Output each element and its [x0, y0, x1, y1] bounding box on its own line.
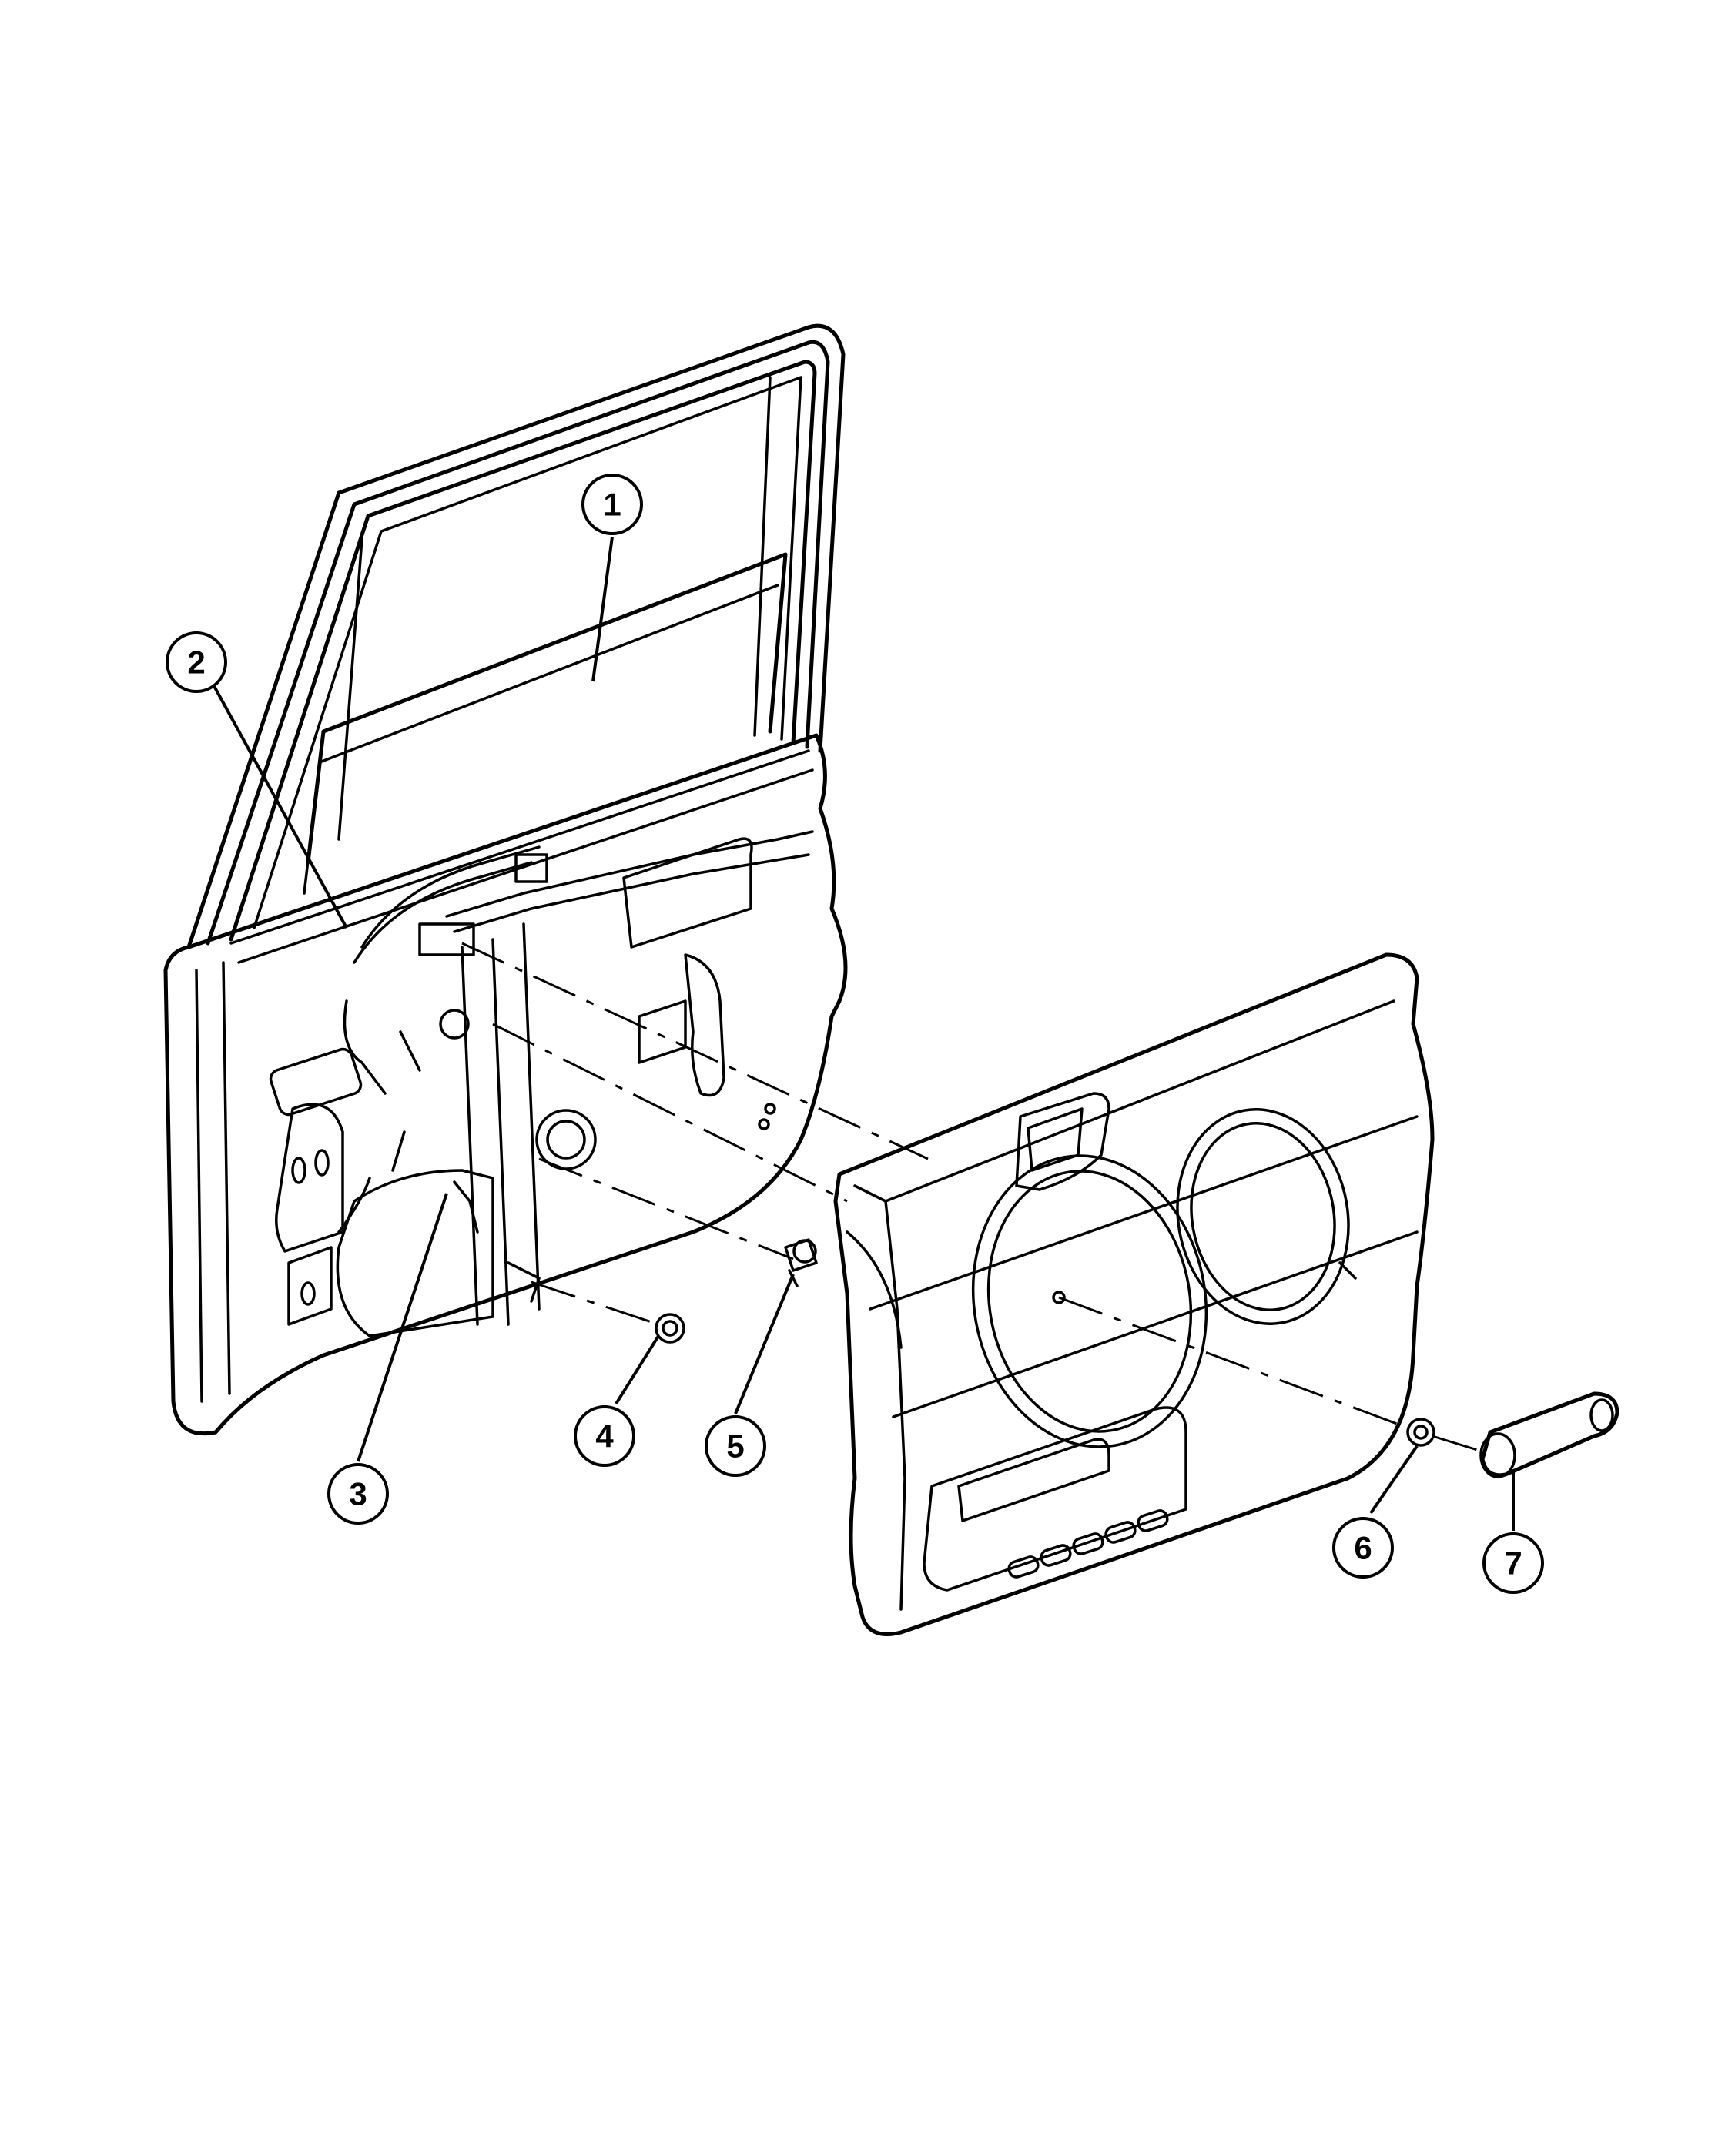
window-crank-handle: [1479, 1391, 1619, 1478]
callout-7-label: 7: [1504, 1545, 1522, 1582]
callout-1-label: 1: [603, 487, 621, 523]
alignment-line: [492, 1023, 848, 1203]
leader-line-1: [591, 536, 614, 682]
door-trim-panel: [833, 952, 1435, 1636]
callout-6: 6: [1332, 1517, 1394, 1578]
alignment-line: [461, 942, 929, 1160]
nut-fastener: [655, 1313, 685, 1344]
callout-4-label: 4: [595, 1418, 614, 1455]
leader-line-4: [615, 1334, 660, 1405]
callout-2-label: 2: [187, 644, 205, 681]
leader-line-2: [208, 677, 348, 929]
callout-6-label: 6: [1354, 1530, 1372, 1566]
callout-3-label: 3: [349, 1476, 367, 1512]
door-glass: [303, 376, 788, 895]
callout-5: 5: [705, 1415, 766, 1477]
callout-1: 1: [581, 474, 643, 535]
callout-4: 4: [574, 1405, 635, 1467]
alignment-line: [1058, 1296, 1410, 1430]
leader-line-3: [357, 1193, 448, 1462]
callout-3: 3: [327, 1463, 389, 1525]
door-shell: [163, 323, 848, 1436]
window-regulator: [337, 830, 814, 1326]
handle-retainer: [1406, 1418, 1435, 1447]
trim-switch-buttons: [1007, 1509, 1169, 1578]
alignment-line: [538, 1157, 794, 1260]
alignment-line: [1432, 1435, 1483, 1453]
callout-2: 2: [166, 631, 227, 693]
alignment-line: [531, 1281, 659, 1326]
callout-5-label: 5: [726, 1428, 744, 1465]
callout-7: 7: [1482, 1532, 1544, 1594]
leader-line-6: [1369, 1445, 1419, 1515]
leader-line-5: [734, 1274, 795, 1414]
